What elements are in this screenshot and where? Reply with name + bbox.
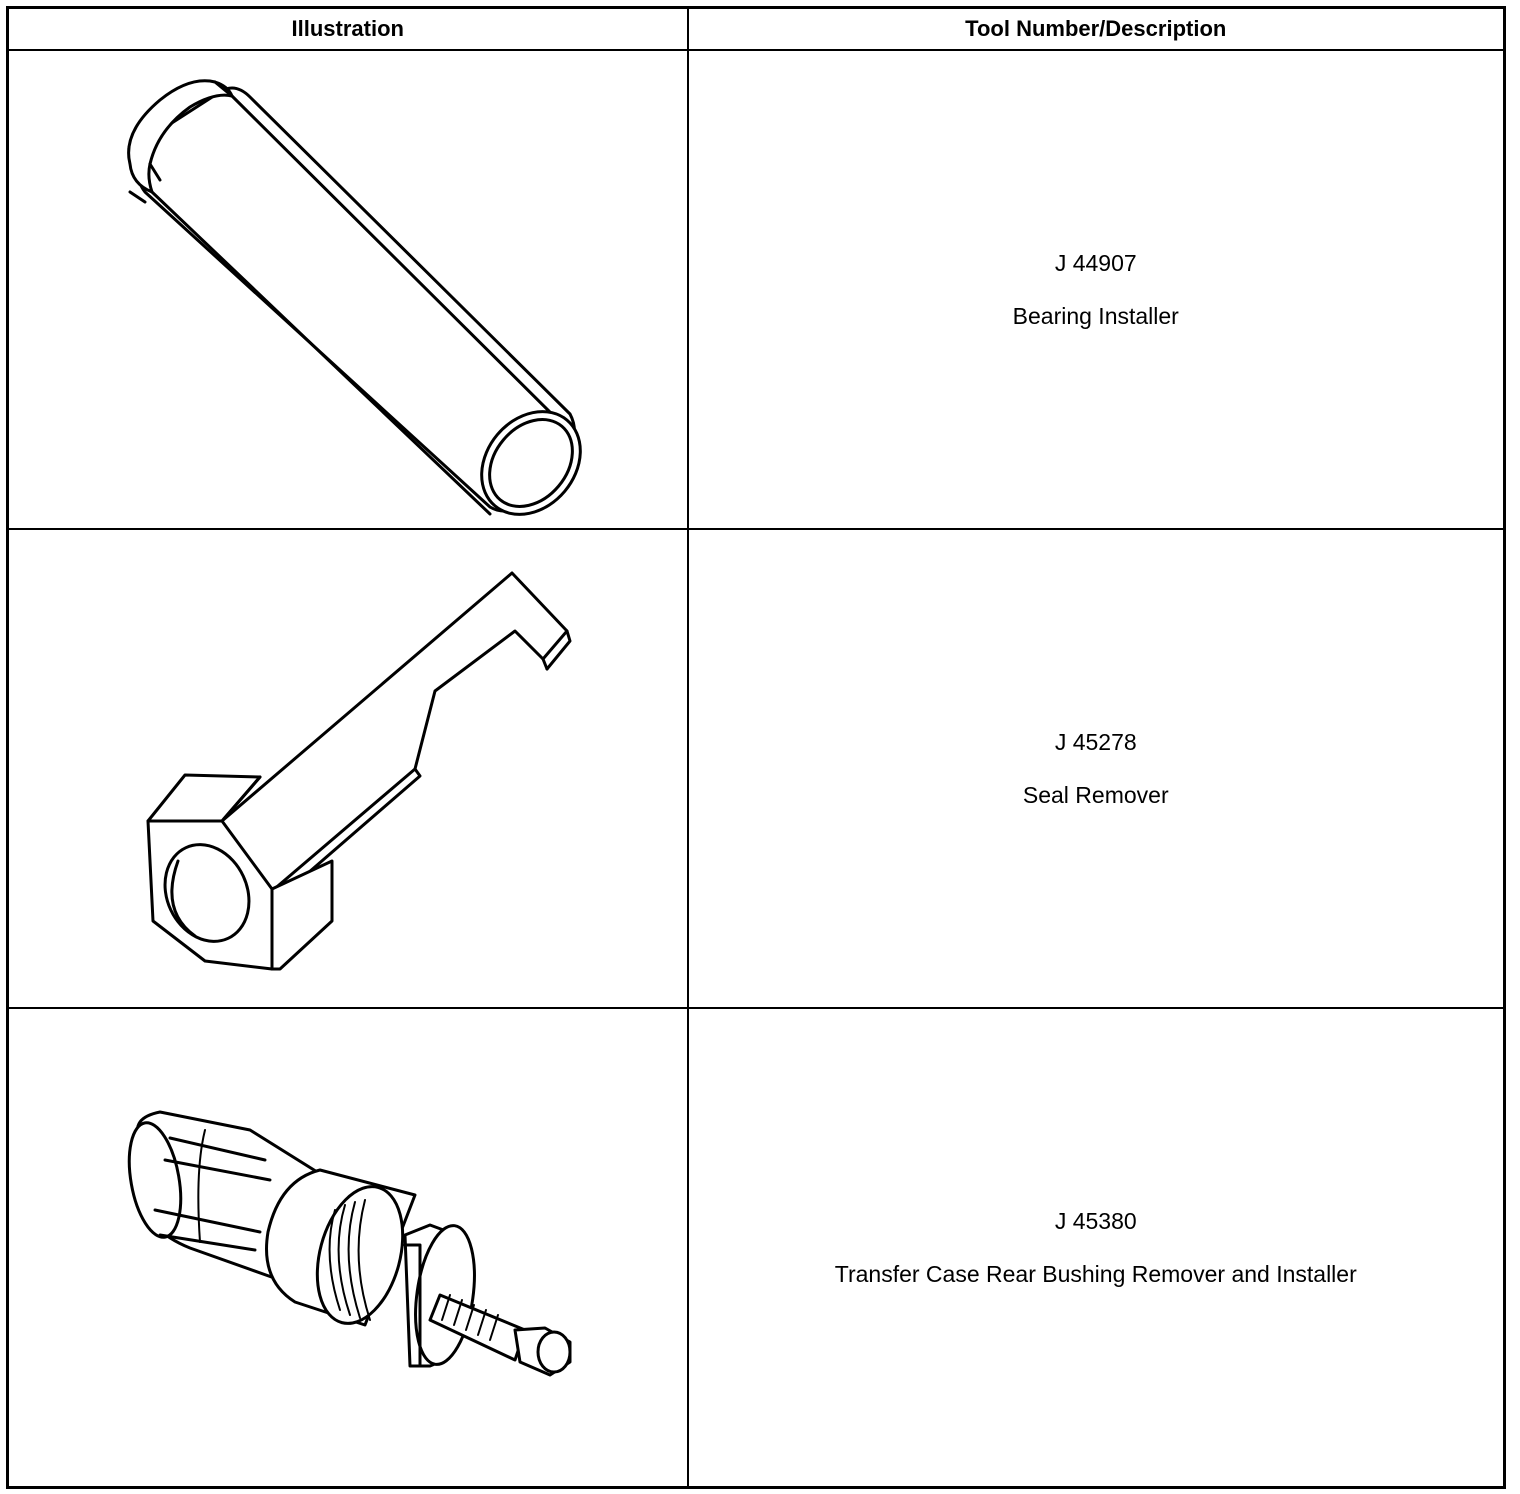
tool-description-cell: J 44907 Bearing Installer	[686, 49, 1506, 530]
table-row: J 45380 Transfer Case Rear Bushing Remov…	[6, 1007, 1506, 1489]
tool-number: J 45380	[1054, 1207, 1137, 1234]
tool-number: J 45278	[1054, 728, 1137, 755]
table-row: J 45278 Seal Remover	[6, 528, 1506, 1009]
illustration-cell	[6, 49, 689, 530]
tool-number: J 44907	[1054, 249, 1137, 276]
header-tool-number-description: Tool Number/Description	[686, 6, 1506, 51]
tool-description: Bearing Installer	[1012, 302, 1179, 329]
seal-remover-hook-icon	[146, 571, 572, 971]
table-row: J 44907 Bearing Installer	[6, 49, 1506, 530]
bearing-installer-tube-icon	[126, 79, 582, 516]
table-header-row: Illustration Tool Number/Description	[6, 6, 1506, 51]
header-illustration: Illustration	[6, 6, 689, 51]
tool-description-cell: J 45380 Transfer Case Rear Bushing Remov…	[686, 1007, 1506, 1489]
special-tools-table: Illustration Tool Number/Description	[6, 6, 1506, 1489]
tool-description: Seal Remover	[1022, 781, 1169, 808]
illustration-cell	[6, 1007, 689, 1489]
bushing-remover-installer-icon	[127, 1110, 572, 1377]
tool-description-cell: J 45278 Seal Remover	[686, 528, 1506, 1009]
illustration-cell	[6, 528, 689, 1009]
tool-description: Transfer Case Rear Bushing Remover and I…	[834, 1260, 1357, 1287]
